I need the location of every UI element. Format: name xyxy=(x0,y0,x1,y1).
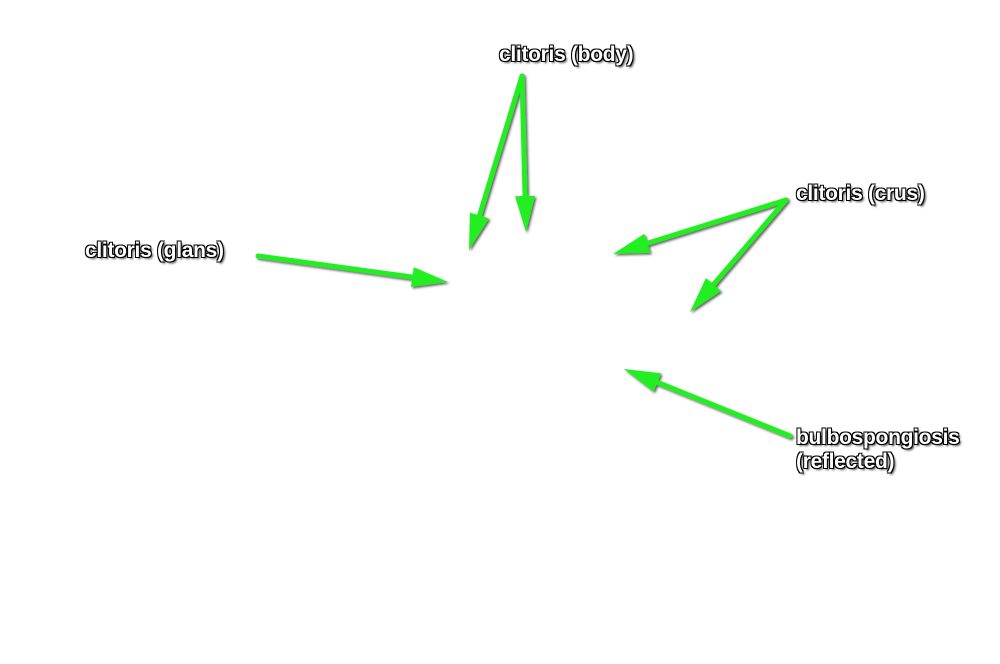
arrow-crus-lower-shaft xyxy=(709,197,789,289)
arrow-crus-lower xyxy=(690,197,789,312)
label-clitoris-glans: clitoris (glans) xyxy=(85,239,224,262)
arrow-glans-head xyxy=(410,267,448,288)
label-bulbospongiosis: bulbospongiosis (reflected) xyxy=(796,426,960,474)
arrow-glans-shaft xyxy=(255,253,417,280)
label-clitoris-crus: clitoris (crus) xyxy=(796,182,925,205)
arrow-glans xyxy=(255,253,448,288)
label-bulbospongiosis-line1: bulbospongiosis xyxy=(796,426,960,449)
arrow-body-down-shaft xyxy=(519,73,528,201)
arrow-crus-upper-head xyxy=(613,233,651,254)
arrow-bulbo-head xyxy=(624,369,662,392)
arrow-bulbo-shaft xyxy=(653,379,793,439)
label-clitoris-body: clitoris (body) xyxy=(499,43,634,66)
arrow-crus-upper xyxy=(613,197,789,254)
arrow-body-left-shaft xyxy=(476,73,525,220)
label-bulbospongiosis-line2: (reflected) xyxy=(796,450,895,473)
arrow-crus-upper-shaft xyxy=(642,197,789,247)
arrow-bulbo xyxy=(624,369,793,439)
arrow-body-down xyxy=(515,73,536,232)
arrow-body-down-head xyxy=(515,195,536,232)
arrow-body-left xyxy=(469,73,525,250)
arrow-body-left-head xyxy=(469,212,490,250)
arrow-crus-lower-head xyxy=(690,278,722,312)
